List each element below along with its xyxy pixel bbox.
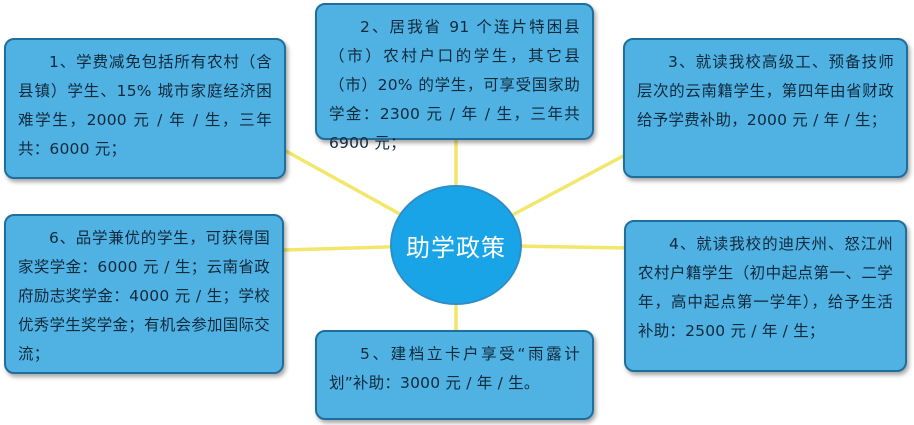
policy-box-living-subsidy: 4、就读我校的迪庆州、怒江州农村户籍学生（初中起点第一、二学年，高中起点第一学年… bbox=[624, 220, 907, 372]
policy-box-scholarships: 6、品学兼优的学生，可获得国家奖学金：6000 元 / 生；云南省政府励志奖学金… bbox=[4, 214, 284, 374]
policy-box-fourth-year-subsidy: 3、就读我校高级工、预备技师层次的云南籍学生，第四年由省财政给予学费补助，200… bbox=[623, 38, 908, 178]
center-title: 助学政策 bbox=[406, 233, 506, 262]
policy-box-yulu-plan: 5、建档立卡户享受“雨露计划”补助：3000 元 / 年 / 生。 bbox=[315, 330, 594, 420]
center-title-circle: 助学政策 bbox=[390, 185, 522, 305]
policy-box-national-grant: 2、居我省 91 个连片特困县（市）农村户口的学生，其它县（市）20% 的学生，… bbox=[315, 3, 594, 152]
policy-box-tuition-exemption: 1、学费减免包括所有农村（含县镇）学生、15% 城市家庭经济困难学生，2000 … bbox=[4, 38, 286, 179]
